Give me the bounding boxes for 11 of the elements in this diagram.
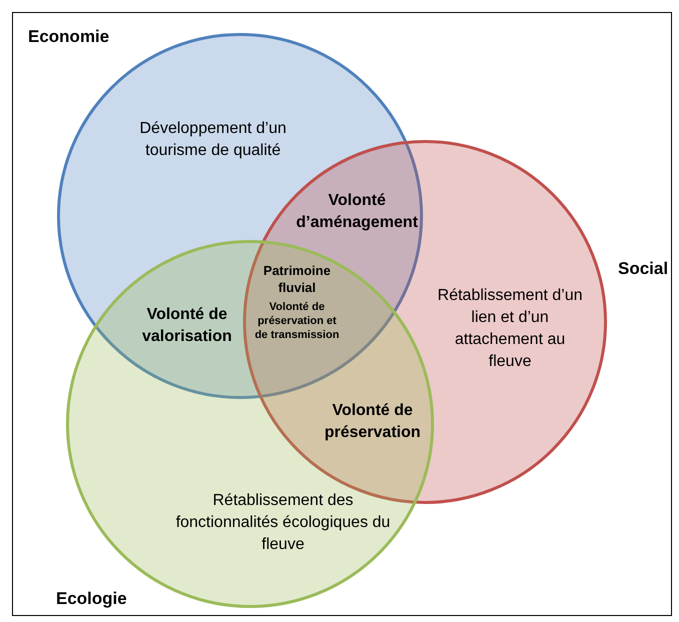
overlap-label: Volonté de préservation	[323, 401, 422, 443]
set-heading: Ecologie	[56, 589, 127, 609]
overlap-label: Volonté d’aménagement	[295, 191, 419, 233]
set-description: Développement d’un tourisme de qualité	[138, 119, 288, 161]
set-heading: Economie	[28, 27, 110, 47]
center-title: Patrimoine fluvial	[262, 262, 332, 296]
overlap-label: Volonté de valorisation	[141, 305, 233, 347]
set-description: Rétablissement d’un lien et d’un attachement au fleuve	[436, 286, 584, 372]
set-heading: Social	[618, 259, 668, 279]
set-description: Rétablissement des fonctionnalités écologiques du fleuve	[174, 491, 392, 555]
center-description: Volonté de préservation et de transmission	[254, 300, 340, 342]
